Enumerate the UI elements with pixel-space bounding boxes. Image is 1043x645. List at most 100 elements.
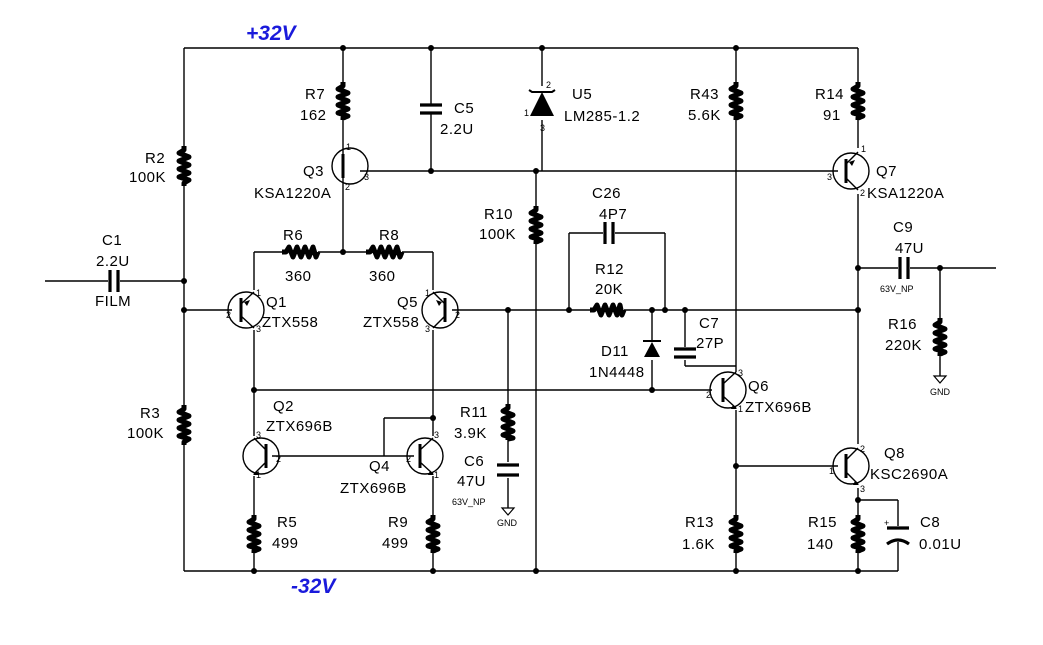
capacitor-c26: C26 4P7 xyxy=(592,185,627,244)
r11-value: 3.9K xyxy=(454,425,487,442)
svg-text:2: 2 xyxy=(226,310,231,320)
svg-text:1: 1 xyxy=(861,144,866,154)
r16-ref: R16 xyxy=(888,316,917,333)
svg-text:3: 3 xyxy=(256,324,261,334)
c9-ref: C9 xyxy=(893,219,913,236)
q7-ref: Q7 xyxy=(876,163,897,180)
d11-value: 1N4448 xyxy=(589,364,645,381)
c26-value: 4P7 xyxy=(599,206,627,223)
d11-ref: D11 xyxy=(601,343,629,360)
svg-text:3: 3 xyxy=(860,484,865,494)
resistor-r8: R8 360 xyxy=(366,227,405,285)
svg-text:3: 3 xyxy=(827,172,832,182)
c6-ref: C6 xyxy=(464,453,484,470)
svg-text:1: 1 xyxy=(434,470,439,480)
svg-text:2: 2 xyxy=(860,444,865,454)
r5-ref: R5 xyxy=(277,514,297,531)
resistor-r7: R7 162 xyxy=(300,82,351,124)
resistor-r9: R9 499 xyxy=(382,514,441,554)
resistor-r10: R10 100K xyxy=(479,206,544,245)
c6-value: 47U xyxy=(457,473,486,490)
u5-value: LM285-1.2 xyxy=(564,108,640,125)
resistor-r2: R2 100K xyxy=(129,146,192,186)
c5-value: 2.2U xyxy=(440,121,474,138)
resistor-r13: R13 1.6K xyxy=(682,514,744,554)
r6-ref: R6 xyxy=(283,227,303,244)
negative-rail-label: -32V xyxy=(291,575,337,598)
svg-text:1: 1 xyxy=(256,470,261,480)
wires xyxy=(45,47,996,572)
c8-value: 0.01U xyxy=(919,536,962,553)
c9-value: 47U xyxy=(895,240,924,257)
r5-value: 499 xyxy=(272,535,299,552)
svg-text:2: 2 xyxy=(345,182,350,192)
c7-ref: C7 xyxy=(699,315,719,332)
capacitor-c5: C5 2.2U xyxy=(420,100,474,138)
capacitor-c6: C6 47U 63V_NP xyxy=(452,453,519,507)
q8-ref: Q8 xyxy=(884,445,905,462)
r12-value: 20K xyxy=(595,281,623,298)
c5-ref: C5 xyxy=(454,100,474,117)
q7-value: KSA1220A xyxy=(867,185,944,202)
diode-d11: D11 1N4448 xyxy=(589,340,661,381)
svg-text:2: 2 xyxy=(546,80,551,90)
svg-text:2: 2 xyxy=(276,454,281,464)
resistor-r14: R14 91 xyxy=(815,82,866,124)
transistor-q7: 1 2 3 Q7 KSA1220A xyxy=(827,144,944,202)
r43-ref: R43 xyxy=(690,86,719,103)
svg-text:2: 2 xyxy=(455,310,460,320)
r16-value: 220K xyxy=(885,337,922,354)
r13-value: 1.6K xyxy=(682,536,715,553)
q3-ref: Q3 xyxy=(303,163,324,180)
r10-value: 100K xyxy=(479,226,516,243)
r15-value: 140 xyxy=(807,536,834,553)
r11-ref: R11 xyxy=(460,404,488,421)
transistor-q5: 2 1 3 Q5 ZTX558 xyxy=(363,288,460,334)
q4-value: ZTX696B xyxy=(340,480,407,497)
resistor-r11: R11 3.9K xyxy=(454,404,516,442)
r14-value: 91 xyxy=(823,107,841,124)
q3-value: KSA1220A xyxy=(254,185,331,202)
resistor-r3: R3 100K xyxy=(127,405,192,445)
svg-text:1: 1 xyxy=(425,288,430,298)
c8-polarity: + xyxy=(884,518,889,528)
zener-u5: 2 3 1 U5 LM285-1.2 xyxy=(524,80,640,133)
svg-text:2: 2 xyxy=(860,188,865,198)
r14-ref: R14 xyxy=(815,86,844,103)
q8-value: KSC2690A xyxy=(870,466,948,483)
resistor-r43: R43 5.6K xyxy=(688,82,744,124)
c1-ref: C1 xyxy=(102,232,122,249)
svg-text:3: 3 xyxy=(425,324,430,334)
junction-dots xyxy=(181,45,943,574)
q6-value: ZTX696B xyxy=(745,399,812,416)
q4-ref: Q4 xyxy=(369,458,390,475)
r15-ref: R15 xyxy=(808,514,837,531)
capacitor-c7: C7 27P xyxy=(674,315,724,359)
capacitor-c8: + C8 0.01U xyxy=(884,514,962,553)
c1-value: 2.2U xyxy=(96,253,130,270)
ground-symbol-c6: GND xyxy=(497,507,518,528)
resistor-r15: R15 140 xyxy=(807,514,866,554)
r9-value: 499 xyxy=(382,535,409,552)
svg-text:1: 1 xyxy=(346,142,351,152)
q5-ref: Q5 xyxy=(397,294,418,311)
positive-rail-label: +32V xyxy=(246,22,298,45)
r7-value: 162 xyxy=(300,107,327,124)
svg-text:1: 1 xyxy=(829,466,834,476)
svg-text:3: 3 xyxy=(434,430,439,440)
r2-value: 100K xyxy=(129,169,166,186)
c6-note: 63V_NP xyxy=(452,497,486,507)
c8-ref: C8 xyxy=(920,514,940,531)
r8-ref: R8 xyxy=(379,227,399,244)
ground-symbol-r16: GND xyxy=(930,375,951,397)
q2-ref: Q2 xyxy=(273,398,294,415)
svg-text:3: 3 xyxy=(540,123,545,133)
transistor-q1: 2 1 3 Q1 ZTX558 xyxy=(226,288,318,334)
svg-text:1: 1 xyxy=(738,404,743,414)
r7-ref: R7 xyxy=(305,86,325,103)
resistor-r5: R5 499 xyxy=(246,514,299,554)
resistor-r12: R12 20K xyxy=(590,261,627,318)
c9-note: 63V_NP xyxy=(880,284,914,294)
svg-text:GND: GND xyxy=(497,518,518,528)
resistor-r6: R6 360 xyxy=(282,227,321,285)
